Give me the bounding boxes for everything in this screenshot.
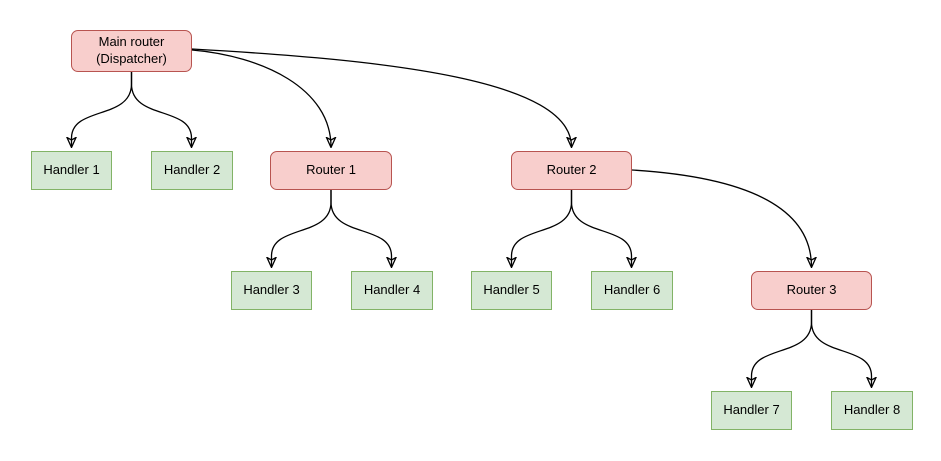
node-handler-7[interactable]: Handler 7 (711, 391, 792, 430)
node-handler-8[interactable]: Handler 8 (831, 391, 913, 430)
node-handler-2-label: Handler 2 (163, 162, 221, 178)
node-main-router[interactable]: Main router (Dispatcher) (71, 30, 192, 72)
edge-router-1-to-handler-4 (330, 190, 392, 267)
node-router-2[interactable]: Router 2 (511, 151, 632, 190)
edge-router-2-to-handler-6 (570, 190, 632, 267)
edge-router-2-to-handler-5 (512, 190, 573, 267)
node-handler-3[interactable]: Handler 3 (231, 271, 312, 310)
node-handler-5[interactable]: Handler 5 (471, 271, 552, 310)
node-router-1-label: Router 1 (306, 162, 356, 178)
node-main-router-label: Main router (Dispatcher) (96, 34, 167, 66)
node-handler-1-label: Handler 1 (43, 162, 100, 178)
node-router-2-label: Router 2 (546, 162, 597, 178)
edge-main-router-to-handler-1 (72, 72, 133, 147)
edge-main-router-to-router-1 (191, 49, 331, 147)
edge-router-2-to-router-3 (631, 169, 812, 267)
node-handler-4-label: Handler 4 (363, 282, 421, 298)
node-handler-4[interactable]: Handler 4 (351, 271, 433, 310)
node-router-1[interactable]: Router 1 (270, 151, 392, 190)
node-handler-7-label: Handler 7 (723, 402, 780, 418)
edge-main-router-to-router-2 (191, 48, 572, 147)
node-handler-1[interactable]: Handler 1 (31, 151, 112, 190)
node-handler-6[interactable]: Handler 6 (591, 271, 673, 310)
node-router-3-label: Router 3 (786, 282, 837, 298)
node-handler-3-label: Handler 3 (243, 282, 300, 298)
node-handler-6-label: Handler 6 (603, 282, 661, 298)
edge-router-1-to-handler-3 (272, 190, 332, 267)
edge-router-3-to-handler-7 (752, 310, 813, 387)
edge-main-router-to-handler-2 (130, 72, 192, 147)
edge-router-3-to-handler-8 (810, 310, 872, 387)
node-handler-5-label: Handler 5 (483, 282, 540, 298)
node-router-3[interactable]: Router 3 (751, 271, 872, 310)
node-handler-8-label: Handler 8 (843, 402, 901, 418)
node-handler-2[interactable]: Handler 2 (151, 151, 233, 190)
